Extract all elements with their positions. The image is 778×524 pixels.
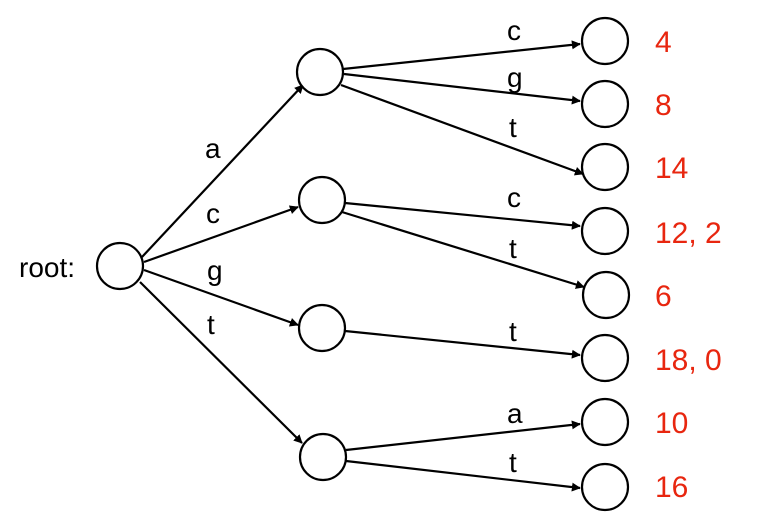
leaf-value-ac: 4: [655, 26, 672, 59]
edge-label-a-t: t: [509, 112, 517, 143]
edge-label-a-g: g: [507, 62, 523, 93]
edge-label-t-t: t: [509, 447, 517, 478]
edge-a-t: [340, 83, 584, 176]
edge-label-root-g: g: [207, 255, 223, 286]
leaf-cc: [580, 206, 630, 256]
edge-label-t-a: a: [507, 398, 523, 429]
edge-label-root-t: t: [207, 309, 215, 340]
edge-root-c: [143, 205, 299, 264]
edge-root-g: [143, 268, 299, 327]
leaf-value-ag: 8: [655, 89, 672, 122]
edge-root-a: [141, 84, 304, 258]
edge-g-t: [344, 329, 581, 359]
leaf-value-ct: 6: [655, 280, 672, 313]
edge-label-root-a: a: [205, 133, 221, 164]
node-a: [295, 47, 345, 97]
edge-label-c-c: c: [507, 182, 521, 213]
leaf-value-gt: 18, 0: [655, 344, 722, 377]
node-c: [297, 175, 347, 225]
root-label: root:: [19, 252, 75, 283]
leaf-ta: [580, 397, 630, 447]
edge-c-t: [341, 210, 585, 289]
leaf-ct: [581, 270, 631, 320]
leaf-ac: [580, 16, 630, 66]
leaf-value-at: 14: [655, 152, 688, 185]
leaf-value-ta: 10: [655, 407, 688, 440]
leaf-value-tt: 16: [655, 471, 688, 504]
leaf-tt: [580, 462, 630, 512]
edge-label-a-c: c: [507, 15, 521, 46]
edge-c-c: [344, 201, 581, 230]
node-t: [298, 432, 348, 482]
edge-label-g-t: t: [509, 316, 517, 347]
leaf-at: [580, 142, 630, 192]
edge-t-t: [345, 459, 581, 492]
edge-a-g: [343, 72, 581, 105]
edge-label-c-t: t: [509, 233, 517, 264]
node-g: [297, 303, 347, 353]
edge-a-c: [342, 40, 581, 71]
leaf-gt: [580, 333, 630, 383]
edge-root-t: [139, 281, 303, 444]
edge-t-a: [345, 420, 581, 452]
edge-label-root-c: c: [206, 198, 220, 229]
root-node: [95, 241, 145, 291]
leaf-value-cc: 12, 2: [655, 217, 722, 250]
leaf-ag: [580, 79, 630, 129]
